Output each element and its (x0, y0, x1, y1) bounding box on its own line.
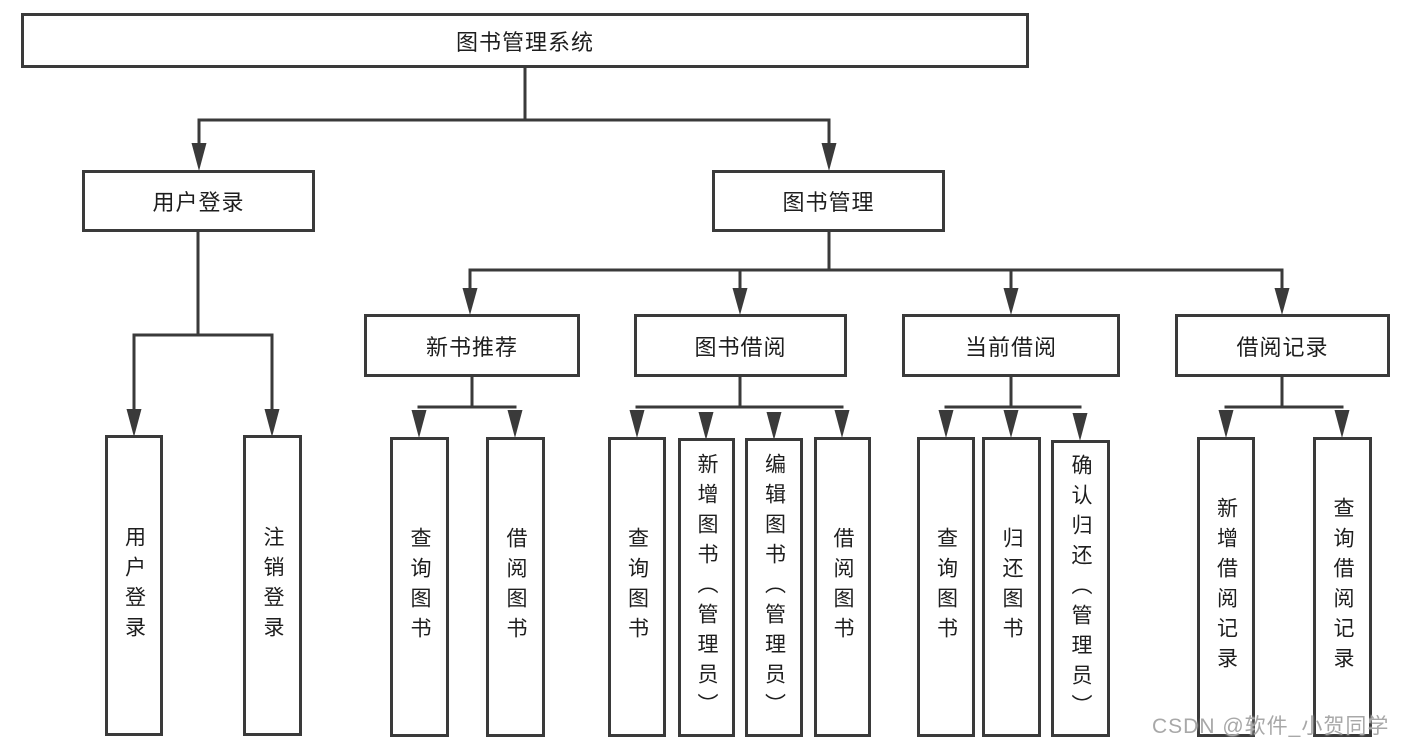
node-new-book-recommendation: 新书推荐 (364, 314, 580, 377)
leaf-label: 查询图书 (408, 527, 431, 647)
node-library-management-system: 图书管理系统 (21, 13, 1029, 68)
leaf-edit-book-admin: 编辑图书（管理员） (745, 438, 803, 737)
leaf-label: 新增图书（管理员） (695, 452, 718, 723)
leaf-label: 查询借阅记录 (1331, 497, 1354, 677)
leaf-label: 借阅图书 (831, 527, 854, 647)
node-book-management-module: 图书管理 (712, 170, 945, 232)
node-label: 借阅记录 (1236, 334, 1329, 360)
leaf-label: 用户登录 (122, 525, 146, 646)
leaf-query-books: 查询图书 (917, 437, 975, 737)
leaf-label: 确认归还（管理员） (1069, 453, 1092, 724)
leaf-add-borrow-record: 新增借阅记录 (1197, 437, 1255, 737)
leaf-label: 注销登录 (261, 525, 284, 646)
node-book-borrowing: 图书借阅 (634, 314, 847, 377)
leaf-return-books: 归还图书 (982, 437, 1041, 737)
leaf-label: 查询图书 (625, 527, 649, 647)
leaf-query-borrow-record: 查询借阅记录 (1313, 437, 1372, 737)
leaf-confirm-return-admin: 确认归还（管理员） (1051, 440, 1110, 737)
leaf-add-book-admin: 新增图书（管理员） (678, 438, 735, 737)
leaf-borrow-books: 借阅图书 (814, 437, 871, 737)
node-label: 图书借阅 (694, 334, 787, 360)
arrowheads (126, 143, 1350, 441)
leaf-label: 借阅图书 (504, 527, 527, 647)
leaf-label: 新增借阅记录 (1214, 497, 1238, 677)
node-label: 用户登录 (152, 190, 245, 215)
node-label: 图书管理系统 (455, 29, 594, 55)
leaf-borrow-books: 借阅图书 (486, 437, 545, 737)
leaf-label: 编辑图书（管理员） (762, 452, 786, 723)
node-user-login-module: 用户登录 (82, 170, 315, 232)
leaf-user-login: 用户登录 (105, 435, 163, 736)
node-current-borrowing: 当前借阅 (902, 314, 1120, 377)
node-label: 图书管理 (782, 190, 875, 215)
node-label: 新书推荐 (425, 334, 518, 360)
node-borrowing-records: 借阅记录 (1175, 314, 1390, 377)
node-label: 当前借阅 (964, 334, 1057, 360)
csdn-watermark: CSDN @软件_小贺同学 (1152, 715, 1390, 738)
leaf-logout: 注销登录 (243, 435, 302, 736)
leaf-query-books: 查询图书 (608, 437, 666, 737)
leaf-label: 查询图书 (934, 527, 958, 647)
leaf-label: 归还图书 (1000, 527, 1023, 647)
leaf-query-books: 查询图书 (390, 437, 449, 737)
